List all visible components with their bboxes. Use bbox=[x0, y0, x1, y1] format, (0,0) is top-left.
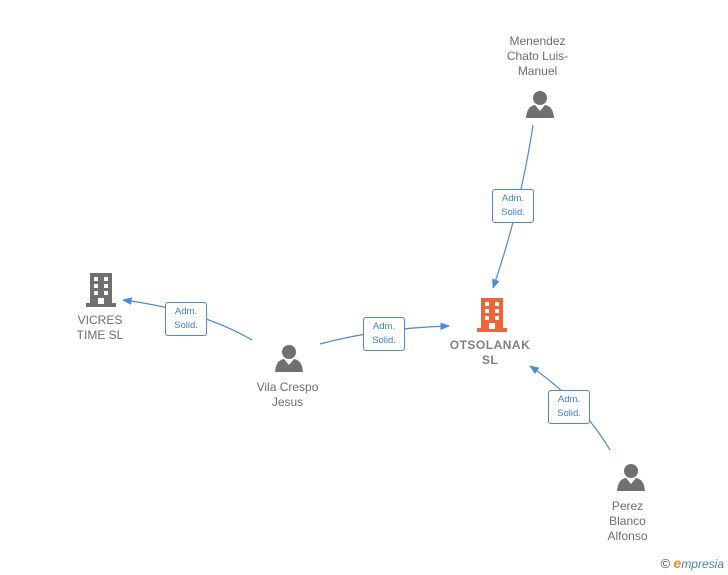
node-label-perez[interactable]: Perez Blanco Alfonso bbox=[590, 499, 665, 544]
label-line: Perez bbox=[611, 499, 644, 513]
label-line: Alfonso bbox=[607, 529, 648, 543]
label-line: SL bbox=[481, 353, 499, 367]
edge-label-menendez: Adm. Solid. bbox=[492, 189, 534, 223]
person-icon[interactable] bbox=[275, 345, 303, 372]
building-icon[interactable] bbox=[477, 298, 507, 332]
edge-label-line: Solid. bbox=[372, 335, 396, 346]
edge-label-line: Adm. bbox=[372, 321, 396, 332]
building-icon[interactable] bbox=[86, 273, 116, 307]
edge-label-line: Solid. bbox=[501, 207, 525, 218]
edge-label-perez: Adm. Solid. bbox=[548, 390, 590, 424]
node-label-vila[interactable]: Vila Crespo Jesus bbox=[240, 380, 335, 410]
edge-label-vila-otsolanak: Adm. Solid. bbox=[363, 317, 405, 351]
edge-label-line: Adm. bbox=[501, 193, 525, 204]
edge-label-vila-vicres: Adm. Solid. bbox=[165, 302, 207, 336]
brand-watermark: © empresia bbox=[661, 555, 724, 571]
person-icon[interactable] bbox=[526, 91, 554, 118]
label-line: Menendez bbox=[509, 34, 566, 48]
edge-label-line: Solid. bbox=[174, 320, 198, 331]
label-line: TIME SL bbox=[76, 328, 124, 342]
person-icon[interactable] bbox=[617, 464, 645, 491]
edge-label-line: Solid. bbox=[557, 408, 581, 419]
label-line: VICRES bbox=[77, 313, 123, 327]
edge-label-line: Adm. bbox=[174, 306, 198, 317]
copyright-symbol: © bbox=[660, 556, 671, 571]
brand-name: mpresia bbox=[681, 557, 724, 571]
label-line: Blanco bbox=[609, 514, 646, 528]
node-label-vicres[interactable]: VICRES TIME SL bbox=[60, 313, 140, 343]
label-line: Manuel bbox=[517, 64, 558, 78]
label-line: Jesus bbox=[271, 395, 304, 409]
label-line: Chato Luis- bbox=[506, 49, 569, 63]
label-line: OTSOLANAK bbox=[449, 338, 531, 352]
label-line: Vila Crespo bbox=[256, 380, 319, 394]
brand-logo-letter: e bbox=[673, 555, 682, 571]
edge-label-line: Adm. bbox=[557, 394, 581, 405]
node-label-menendez[interactable]: Menendez Chato Luis- Manuel bbox=[490, 34, 585, 79]
node-label-otsolanak[interactable]: OTSOLANAK SL bbox=[440, 338, 540, 368]
